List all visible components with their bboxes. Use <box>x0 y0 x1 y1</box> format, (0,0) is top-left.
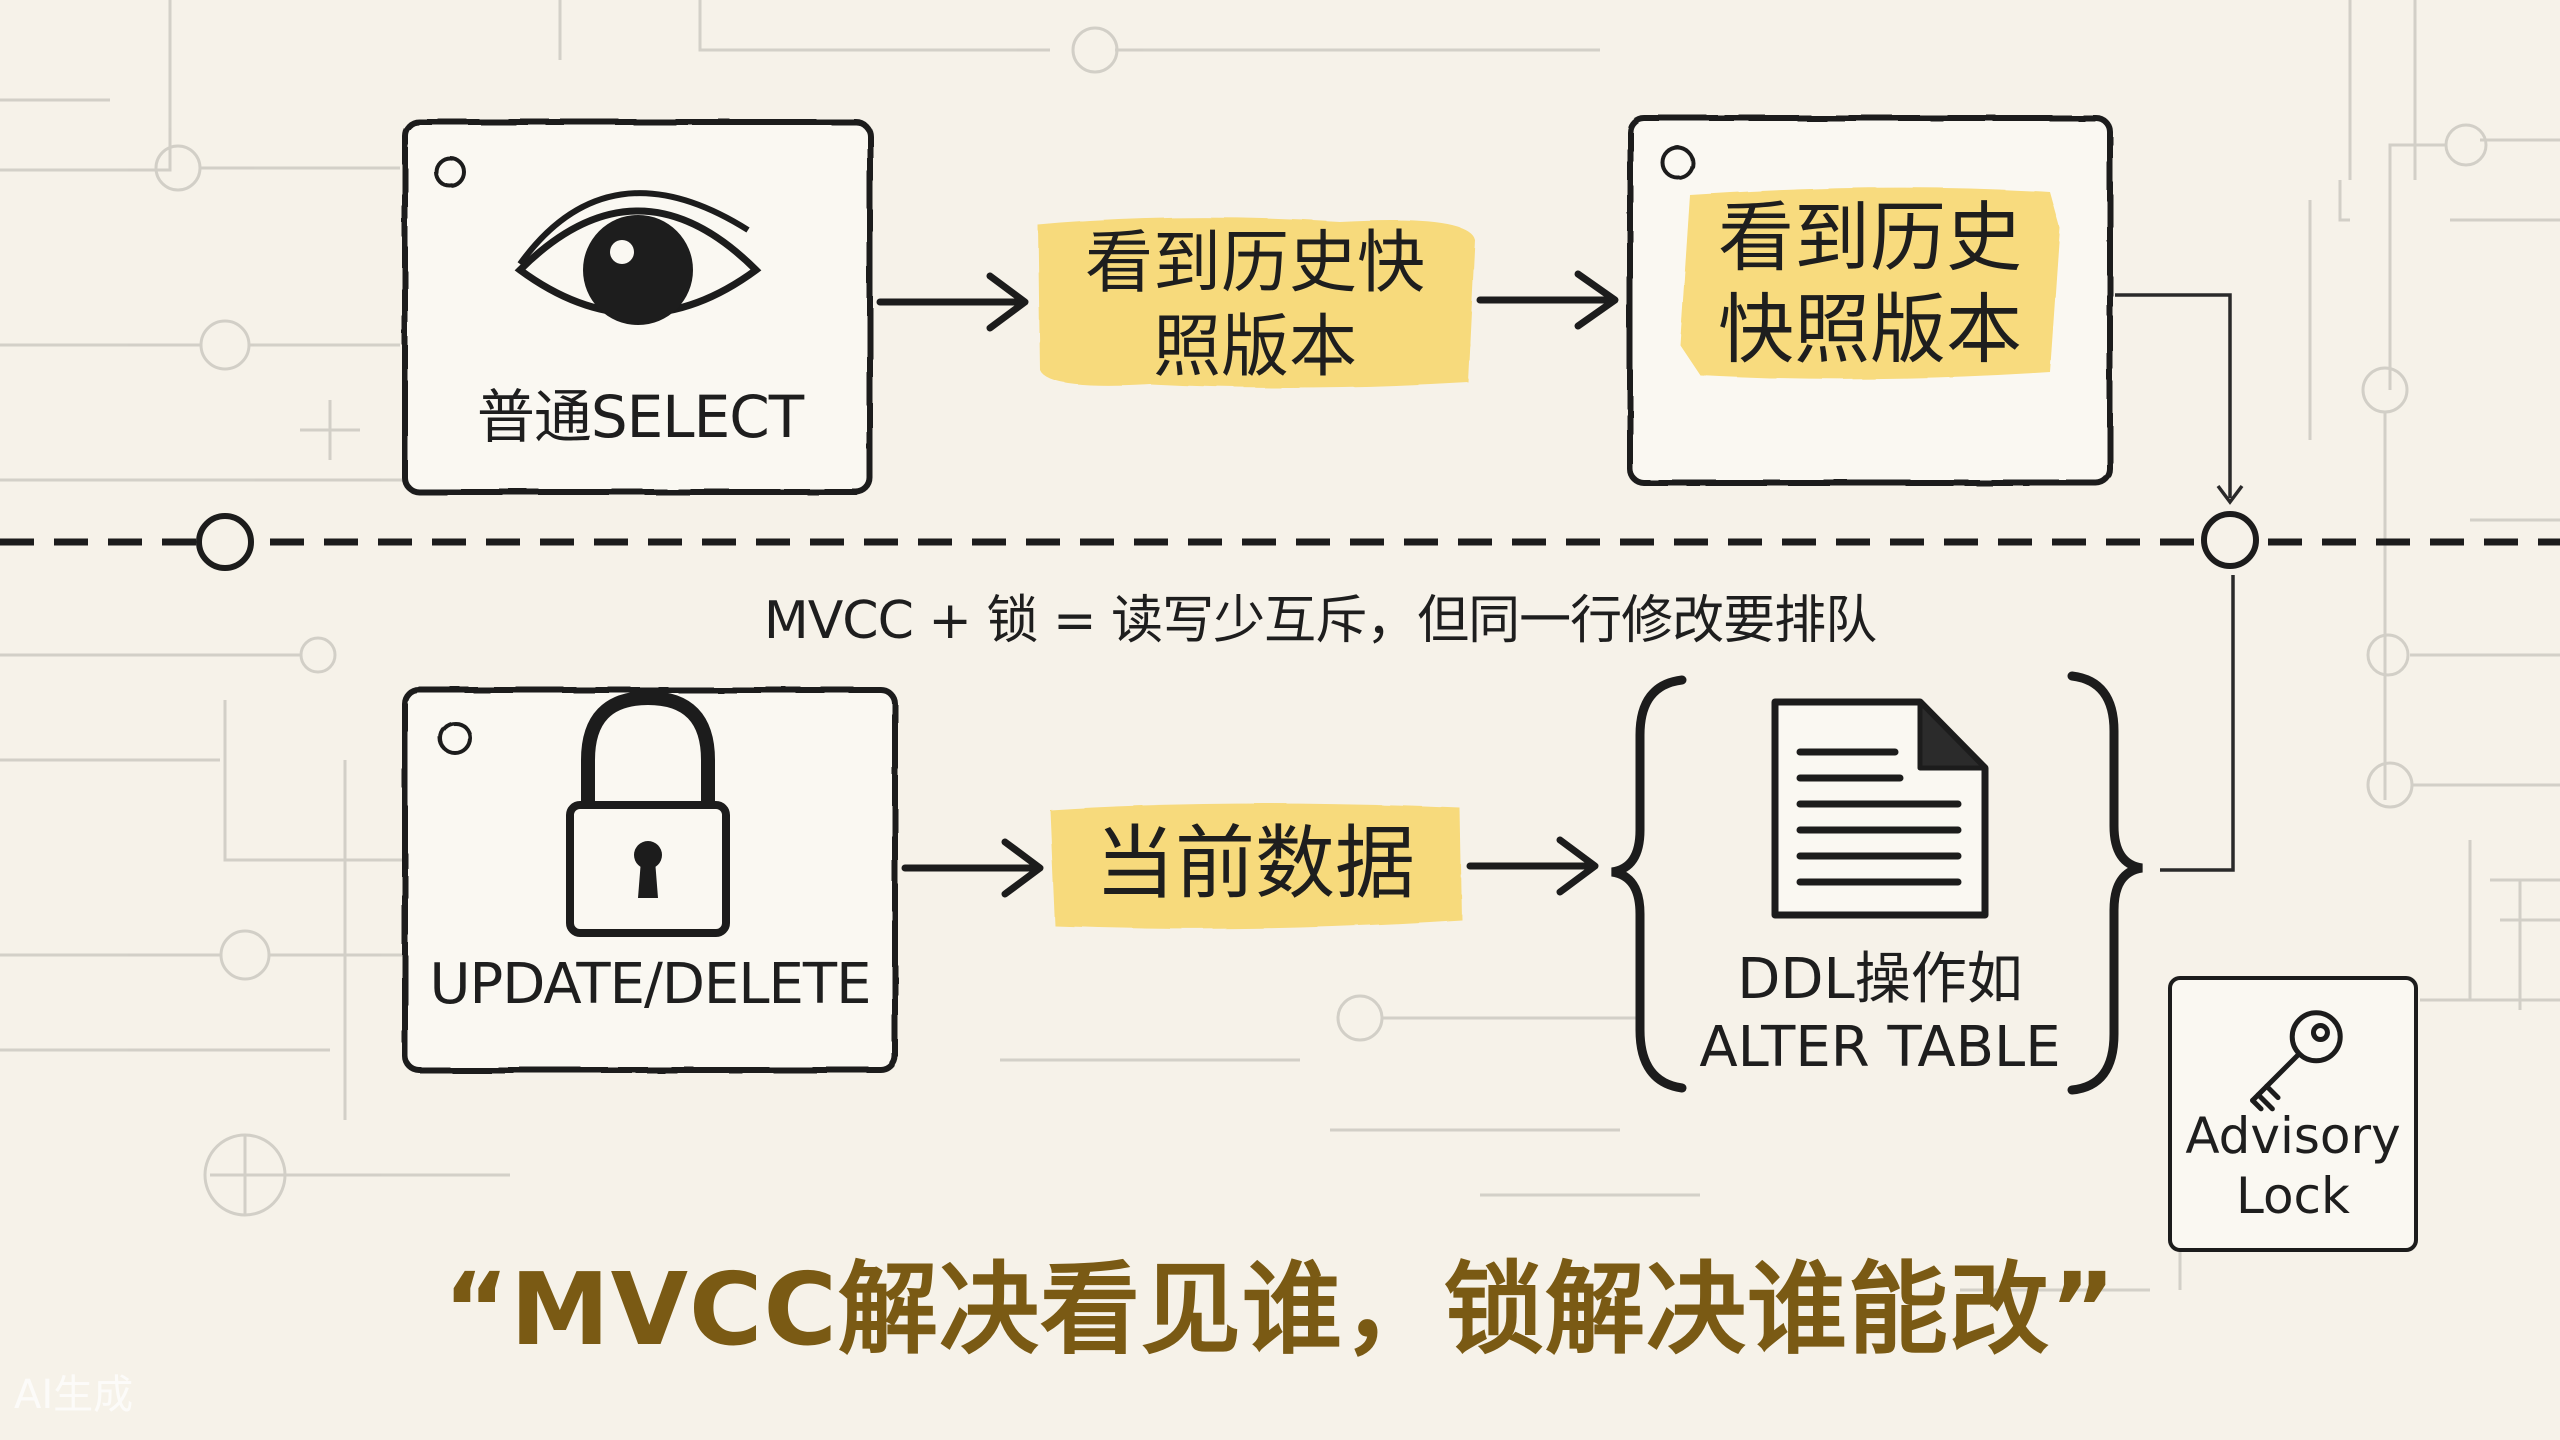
top-step-label: 看到历史快 照版本 <box>1035 222 1475 390</box>
eye-icon <box>514 190 762 325</box>
divider-node-icon <box>2201 511 2259 569</box>
ai-watermark: AI生成 <box>14 1372 134 1418</box>
ddl-line-1: DDL操作如 <box>1737 947 2023 1012</box>
top-step-line-1: 看到历史快 <box>1084 224 1425 303</box>
ddl-label: DDL操作如 ALTER TABLE <box>1680 946 2080 1082</box>
advisory-lock-label: Advisory Lock <box>2172 1106 2414 1226</box>
top-result-line-2: 快照版本 <box>1718 285 2022 374</box>
ddl-line-2: ALTER TABLE <box>1699 1015 2061 1080</box>
document-icon <box>1771 698 1989 919</box>
top-result-label: 看到历史 快照版本 <box>1660 192 2080 376</box>
divider-node-icon <box>196 513 254 571</box>
highlight-top-step <box>1038 217 1475 388</box>
right-brace-icon <box>2067 671 2143 1095</box>
select-source-label: 普通SELECT <box>476 383 804 451</box>
bottom-step-label: 当前数据 <box>1095 817 1415 910</box>
background-circuit <box>0 0 2560 1292</box>
window-dot-icon <box>438 721 472 755</box>
advisory-line-2: Lock <box>2235 1167 2350 1225</box>
highlight-bottom-step <box>1050 803 1462 929</box>
arrow-right-icon <box>901 838 1044 898</box>
connector-line <box>2115 293 2244 872</box>
arrow-right-icon <box>876 272 1029 332</box>
arrow-right-icon <box>1466 836 1599 896</box>
advisory-lock-box <box>2168 976 2418 1252</box>
left-brace-icon <box>1611 675 1687 1093</box>
advisory-line-1: Advisory <box>2185 1107 2401 1165</box>
key-icon <box>2250 1010 2343 1112</box>
window-dot-icon <box>434 156 466 188</box>
arrow-right-icon <box>1476 270 1619 330</box>
padlock-icon <box>566 690 730 937</box>
top-result-line-1: 看到历史 <box>1718 193 2022 282</box>
summary-quote: “MVCC解决看见谁，锁解决谁能改” <box>443 1251 2117 1368</box>
divider-line <box>0 511 2560 571</box>
top-step-line-2: 照版本 <box>1152 308 1357 387</box>
highlight-top-result-overlay <box>1680 187 2060 379</box>
update-delete-label: UPDATE/DELETE <box>429 952 872 1017</box>
divider-caption: MVCC + 锁 = 读写少互斥，但同一行修改要排队 <box>763 591 1877 651</box>
window-dot-icon <box>1661 146 1695 180</box>
